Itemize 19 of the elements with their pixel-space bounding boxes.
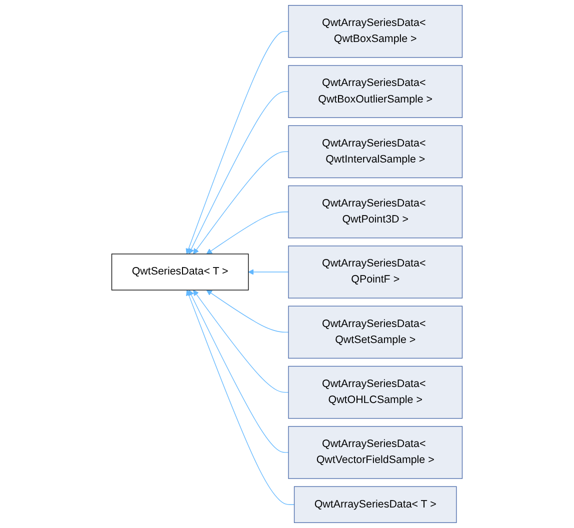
node-box: QwtArraySeriesData< T >	[294, 486, 457, 523]
arrow	[186, 290, 295, 505]
node-box: QwtArraySeriesData< QwtPoint3D >	[288, 185, 463, 238]
arrow	[188, 91, 289, 254]
arrow	[193, 290, 289, 393]
arrow	[206, 290, 289, 332]
node-box: QwtSeriesData< T >	[111, 254, 249, 290]
node-box: QwtArraySeriesData< QPointF >	[288, 246, 463, 298]
arrow	[193, 151, 289, 254]
node-box: QwtArraySeriesData< QwtBoxSample >	[288, 5, 463, 58]
node-box: QwtArraySeriesData< QwtOHLCSample >	[288, 366, 463, 419]
node-box: QwtArraySeriesData< QwtVectorFieldSample >	[288, 426, 463, 479]
node-box: QwtArraySeriesData< QwtSetSample >	[288, 306, 463, 359]
arrow	[206, 212, 289, 254]
arrow	[248, 269, 289, 275]
arrow	[188, 290, 289, 453]
arrow	[186, 31, 289, 254]
node-box: QwtArraySeriesData< QwtBoxOutlierSample >	[288, 65, 463, 118]
node-box: QwtArraySeriesData< QwtIntervalSample >	[288, 125, 463, 178]
